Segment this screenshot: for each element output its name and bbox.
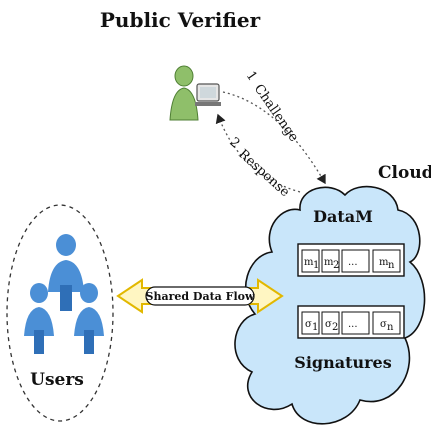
sig-1-sub: 1 bbox=[312, 322, 318, 333]
block-ellipsis: ... bbox=[348, 257, 358, 268]
cloud-label: Cloud bbox=[378, 163, 431, 183]
sig-n-sub: n bbox=[387, 322, 394, 333]
users-group-outline bbox=[6, 204, 114, 422]
challenge-arrow bbox=[222, 91, 326, 185]
block-2-sub: 2 bbox=[333, 260, 339, 271]
block-n-sub: n bbox=[388, 260, 395, 271]
shared-data-flow-label: Shared Data Flow bbox=[146, 290, 255, 303]
challenge-number: 1 bbox=[243, 69, 260, 84]
user-icon bbox=[74, 283, 104, 354]
sig-1: σ bbox=[305, 319, 312, 330]
verifier-computer-icon bbox=[195, 83, 221, 106]
sig-ellipsis: ... bbox=[348, 319, 358, 330]
block-1: m bbox=[304, 257, 314, 268]
block-1-sub: 1 bbox=[313, 260, 319, 271]
user-icon bbox=[48, 234, 84, 311]
sig-2: σ bbox=[325, 319, 332, 330]
response-number: 2 bbox=[226, 135, 242, 152]
data-blocks: m 1 m 2 ... m n bbox=[297, 243, 405, 277]
user-icon bbox=[24, 283, 54, 354]
sig-n: σ bbox=[380, 319, 387, 330]
users-label: Users bbox=[30, 370, 84, 390]
data-label: DataM bbox=[313, 207, 373, 226]
title: Public Verifier bbox=[100, 8, 261, 32]
signature-blocks: σ 1 σ 2 ... σ n bbox=[297, 305, 405, 339]
sig-2-sub: 2 bbox=[332, 322, 338, 333]
block-2: m bbox=[324, 257, 334, 268]
shared-data-flow-pill bbox=[145, 286, 255, 306]
challenge-label: Challenge bbox=[251, 82, 302, 145]
signatures-label: Signatures bbox=[294, 353, 391, 372]
block-n: m bbox=[379, 257, 389, 268]
response-label: Response bbox=[235, 147, 292, 201]
verifier-person-icon bbox=[169, 65, 199, 121]
